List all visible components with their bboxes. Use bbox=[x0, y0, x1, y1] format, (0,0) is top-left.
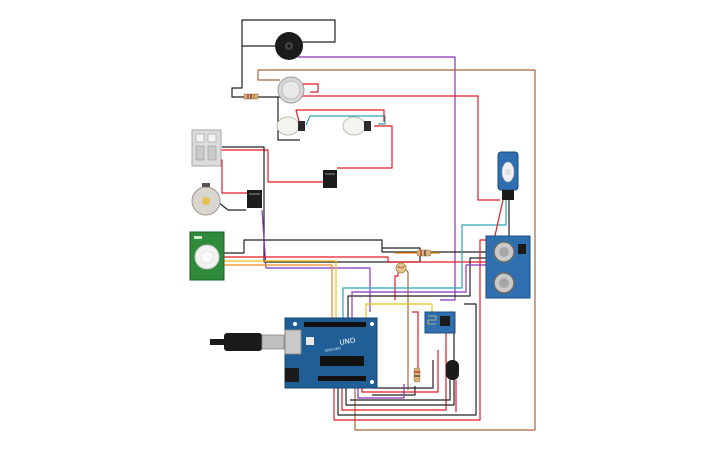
wire-purple-ultra[interactable] bbox=[351, 264, 492, 318]
wires bbox=[217, 19, 536, 431]
wire-brown-gas[interactable] bbox=[257, 69, 536, 431]
wire-red-relay-module[interactable] bbox=[218, 159, 250, 194]
pir-sensor[interactable] bbox=[189, 231, 225, 281]
wire-red-bulb-top[interactable] bbox=[295, 109, 385, 126]
wire-yellow-wifi[interactable] bbox=[365, 303, 433, 318]
usb-cable[interactable] bbox=[210, 333, 285, 351]
dc-motor[interactable] bbox=[191, 183, 221, 216]
gas-sensor[interactable] bbox=[243, 76, 305, 104]
wire-orange-pir[interactable] bbox=[224, 264, 333, 318]
wire-black-res-2[interactable] bbox=[372, 386, 416, 396]
light-bulb-left[interactable] bbox=[276, 116, 305, 136]
wire-purple-relay-switch[interactable] bbox=[261, 209, 371, 312]
wire-red-res-2[interactable] bbox=[412, 311, 419, 372]
light-bulb-right[interactable] bbox=[342, 116, 371, 136]
relay-switch-top[interactable] bbox=[323, 170, 337, 188]
wire-black-temp[interactable] bbox=[350, 380, 451, 401]
wire-buzzer-ground[interactable] bbox=[241, 19, 336, 47]
wire-red-relay-top[interactable] bbox=[218, 149, 325, 183]
wifi-module[interactable] bbox=[424, 311, 456, 334]
photoresistor[interactable] bbox=[395, 262, 407, 274]
wire-red-ultra[interactable] bbox=[333, 199, 504, 421]
ultrasonic-sensor[interactable] bbox=[485, 235, 531, 299]
wire-black-arduino-right[interactable] bbox=[371, 360, 434, 389]
piezo-buzzer[interactable] bbox=[275, 32, 303, 60]
wire-black-motor[interactable] bbox=[217, 201, 246, 211]
wire-red-pir[interactable] bbox=[224, 256, 486, 263]
wire-teal-ultra[interactable] bbox=[342, 200, 507, 318]
wire-brown-photo[interactable] bbox=[403, 267, 409, 390]
wire-red-bulb-right[interactable] bbox=[337, 125, 393, 169]
wire-black-pir[interactable] bbox=[224, 239, 486, 254]
arduino-uno[interactable]: UNO ARDUINO bbox=[284, 317, 378, 389]
arduino-brand-label: ARDUINO bbox=[324, 346, 341, 353]
wire-red-photo[interactable] bbox=[394, 268, 399, 300]
wire-black-bulb-left[interactable] bbox=[277, 96, 300, 141]
resistor-1[interactable] bbox=[416, 249, 432, 257]
wire-black-relay-top[interactable] bbox=[222, 146, 265, 205]
servo-motor[interactable] bbox=[497, 151, 519, 200]
wire-purple-arduino[interactable] bbox=[357, 384, 405, 399]
wire-buzzer-to-gas[interactable] bbox=[231, 46, 278, 98]
arduino-model-label: UNO bbox=[339, 336, 357, 347]
temperature-sensor[interactable] bbox=[446, 360, 459, 380]
wire-yellow-pir[interactable] bbox=[224, 260, 337, 318]
wire-teal-bulbs[interactable] bbox=[305, 115, 386, 126]
wire-red-gas-1[interactable] bbox=[302, 83, 319, 93]
wire-purple-buzzer[interactable] bbox=[298, 56, 456, 301]
resistor-2[interactable] bbox=[413, 367, 421, 383]
relay-module[interactable] bbox=[191, 129, 222, 167]
wire-black-ultra[interactable] bbox=[347, 257, 486, 318]
wire-red-gas-2[interactable] bbox=[302, 95, 500, 201]
relay-switch-bottom[interactable] bbox=[247, 190, 262, 208]
wire-black-wifi[interactable] bbox=[337, 303, 477, 416]
